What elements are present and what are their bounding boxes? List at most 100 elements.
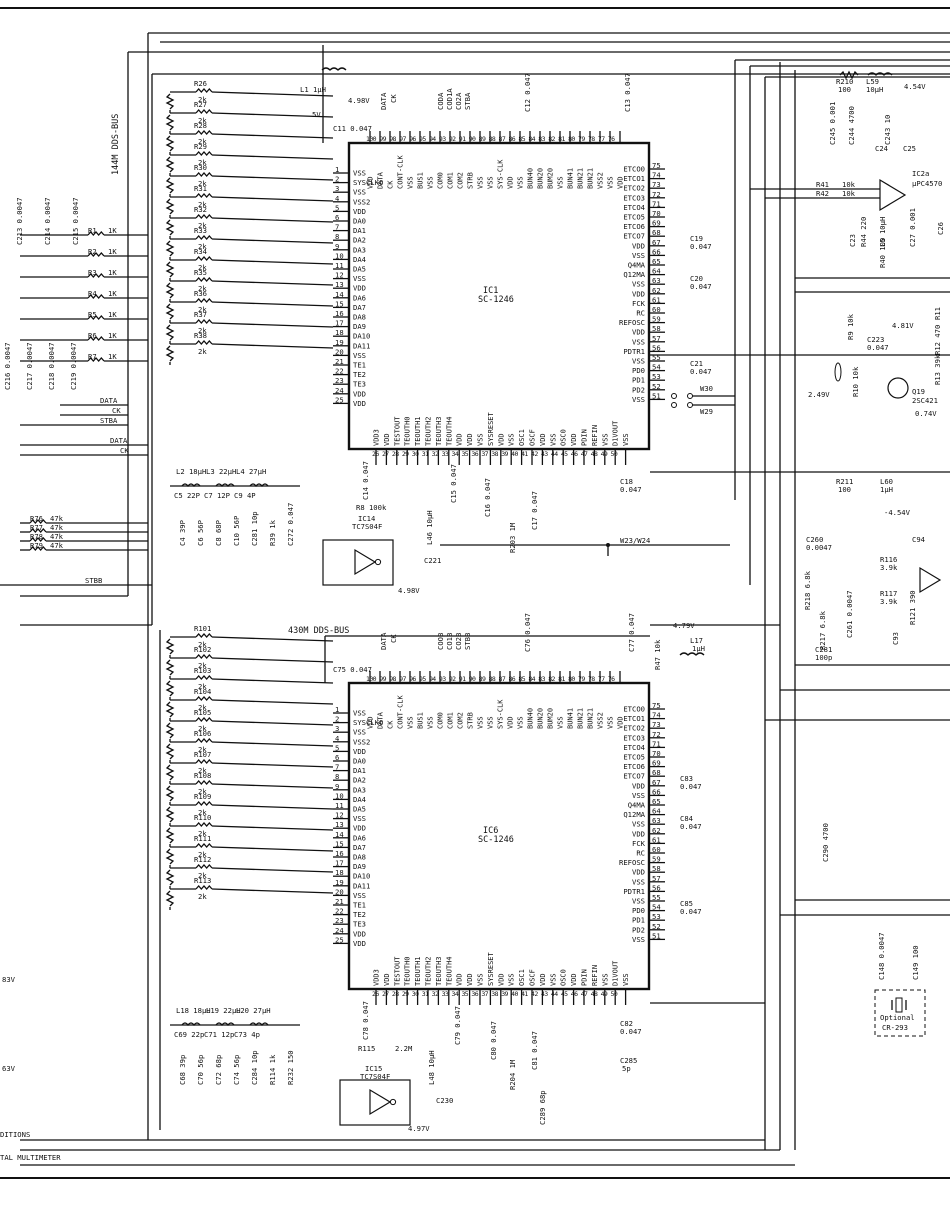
ic6-pin-name-left: DA0 (353, 757, 366, 766)
r41-label: R41 (816, 180, 829, 189)
ic6-pin-num-right: 56 (652, 883, 661, 892)
ic1-pin-name-bottom: VSS (477, 433, 485, 446)
filter-part-label: C73 4p (234, 1030, 260, 1039)
ic6-pin-name-right: VSS (632, 820, 645, 829)
c25-label: C25 (903, 144, 916, 153)
ladder-resistor-ref: R36 (194, 289, 207, 298)
ic1-part: SC-1246 (478, 295, 514, 305)
c17-label: C17 0.047 (530, 491, 539, 530)
ic1-pin-num-right: 60 (652, 305, 661, 314)
left-resistor-val: 1K (108, 289, 117, 298)
r210-label: R210 (836, 77, 853, 86)
ladder-resistor-ref: R106 (194, 729, 211, 738)
ic1-pin-num-right: 73 (652, 180, 661, 189)
ladder-resistor-ref: R101 (194, 624, 211, 633)
ic6-pin-num-right: 67 (652, 778, 661, 787)
left-resistor-ref: R76 (30, 514, 43, 523)
ic1-pin-name-bottom: VDD (497, 433, 505, 446)
top-cod-b-3: STBB (463, 633, 472, 650)
ic1-pin-name-bottom: VDD (570, 433, 578, 446)
l5-label: L5 10μH (878, 217, 887, 247)
ic6-pin-num-right: 59 (652, 855, 661, 864)
c84-val: 0.047 (680, 822, 702, 831)
ic1-pin-name-top: VSS2 (597, 172, 605, 189)
c85-label: C85 (680, 899, 693, 908)
ladder-resistor-val: 2k (198, 179, 207, 188)
c75-label: C75 0.047 (333, 665, 372, 674)
top-cod-b-0: COOB (436, 633, 445, 650)
r8-label: R8 100k (356, 503, 387, 512)
top-cod-b-2: CO2B (454, 633, 463, 650)
ic6-pin-name-top: COM2 (457, 712, 465, 729)
left-resistor-val: 47k (50, 541, 64, 550)
ic6-pin-name-bottom: TEOUTH1 (414, 956, 422, 986)
l46-label: L46 10μH (425, 510, 434, 545)
r12-label: R12 470 (933, 325, 942, 355)
ic1-pin-num-right: 62 (652, 286, 661, 295)
c13-label: C13 0.047 (623, 73, 632, 112)
ladder-resistor-val: 2k (198, 787, 207, 796)
ic1-pin-num-left: 15 (335, 299, 344, 308)
ic6-pin-num-right: 64 (652, 807, 661, 816)
ic6-pin-num-left: 13 (335, 820, 344, 829)
ic6-pin-name-bottom: OSC1 (518, 969, 526, 986)
c19-label: C19 (690, 234, 703, 243)
ic6-pin-name-top: BUM20 (547, 708, 555, 729)
ic1-pin-name-right: ETCO7 (623, 232, 645, 241)
r47-label: R47 10k (653, 639, 662, 670)
c83-val: 0.047 (680, 782, 702, 791)
c79-label: C79 0.047 (453, 1006, 462, 1045)
ic1-pin-name-right: ETCO2 (623, 184, 645, 193)
filter-part-label: C10 56P (232, 516, 241, 546)
c84-label: C84 (680, 814, 693, 823)
filter-part-label: L3 22μH (206, 467, 236, 476)
filter-part-label: C74 56p (232, 1055, 241, 1085)
ic1-pin-name-bottom: VSS (549, 433, 557, 446)
net-stbb: STBB (85, 576, 102, 585)
ic6-part: SC-1246 (478, 835, 514, 845)
ic6-pin-name-left: DA3 (353, 785, 366, 794)
ic6-pin-name-right: FCK (632, 839, 646, 848)
c18-label: C18 (620, 477, 633, 486)
left-resistor-val: 47k (50, 532, 64, 541)
ic6-pin-name-bottom: TESTOUT (393, 956, 401, 986)
ic6-pin-name-bottom: REFIN (591, 965, 599, 986)
ladder-resistor-val: 2k (198, 200, 207, 209)
ic6-pin-name-top: VSS (407, 716, 415, 729)
ic1-pin-num-left: 9 (335, 242, 339, 251)
c24-label: C24 (875, 144, 888, 153)
ic6-top-numbers: 100 99 98 97 96 95 94 93 92 91 90 89 88 … (366, 675, 615, 683)
ic6-pin-num-left: 6 (335, 753, 339, 762)
ic6-pin-name-top: BUN21 (577, 708, 585, 729)
c221-label: C221 (424, 556, 441, 565)
ic6-pin-name-right: ETCO5 (623, 753, 645, 762)
ladder-resistor-ref: R30 (194, 163, 207, 172)
ic6-pin-name-top: BUS1 (417, 712, 425, 729)
c80-label: C80 0.047 (489, 1021, 498, 1060)
ic1-pin-name-right: REFOSC (619, 318, 645, 327)
ic6-pin-name-bottom: VSS (549, 973, 557, 986)
ic6-pin-num-left: 16 (335, 849, 344, 858)
ic1-pin-num-right: 72 (652, 190, 661, 199)
v-074: 0.74V (915, 409, 937, 418)
ic1-pin-name-top: BUM20 (547, 168, 555, 189)
ic1-pin-name-bottom: REFIN (591, 425, 599, 446)
r211-val: 100 (838, 485, 851, 494)
c243-label: C243 10 (883, 115, 892, 145)
ic1-pin-name-top: VSS (607, 176, 615, 189)
ic1-pin-name-left: VSS2 (353, 197, 370, 206)
ic1-pin-name-left: DA2 (353, 236, 366, 245)
ic1-pin-name-bottom: OSCF (529, 429, 537, 446)
l59-val: 10μH (866, 85, 883, 94)
ic6-pin-name-left: DA10 (353, 872, 370, 881)
ic1-pin-num-right: 74 (652, 171, 661, 180)
ic1-pin-name-top: BUN20 (537, 168, 545, 189)
ic1-pin-name-bottom: PDIN (581, 429, 589, 446)
ic1-pin-name-top: DATA (377, 171, 385, 189)
c94-label: C94 (912, 535, 925, 544)
ic1-pin-name-right: PDTR1 (623, 347, 645, 356)
left-voltage-63v: 63V (2, 1064, 16, 1073)
